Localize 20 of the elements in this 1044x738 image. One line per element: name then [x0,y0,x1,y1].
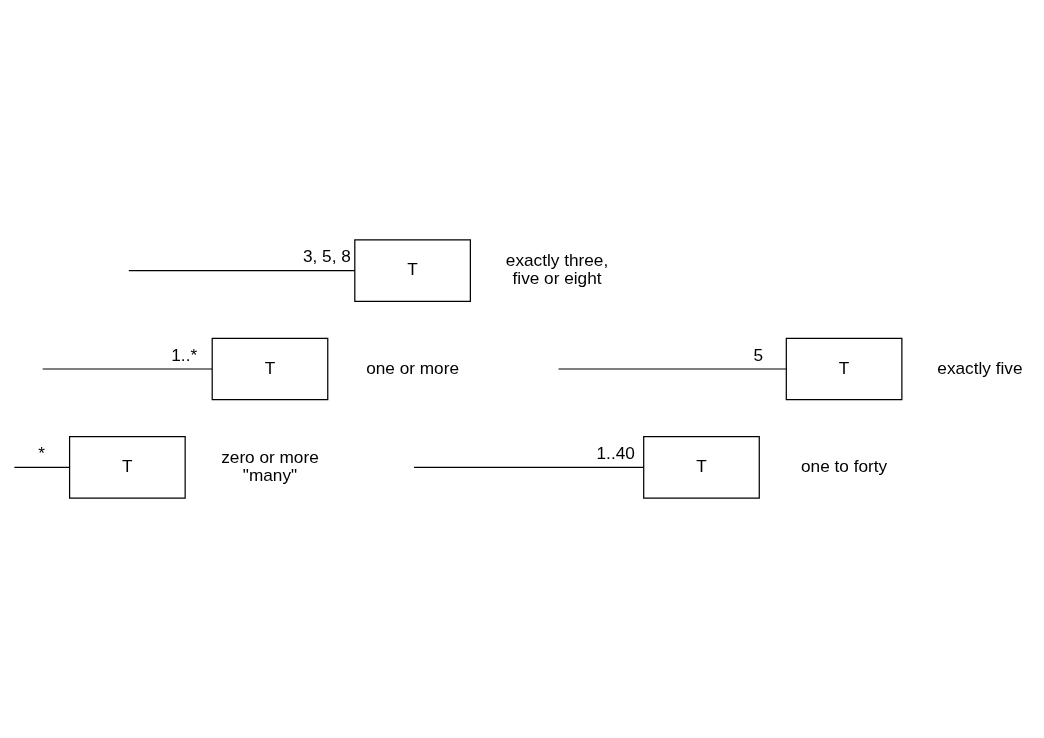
edge-label: * [38,442,46,463]
edge-label: 5 [753,344,764,365]
node-label: one or more [366,357,459,378]
node-label: zero or more "many" [221,446,319,486]
connector [413,466,645,468]
connector [128,270,356,272]
node-box: T [643,436,760,499]
node-box: T [354,239,471,302]
node-label: exactly three, five or eight [505,249,609,289]
node-box: T [211,337,329,401]
edge-label: 1..* [171,344,198,365]
connector [13,466,71,468]
connector [557,368,787,370]
edge-label: 1..40 [596,442,635,463]
node-box: T [785,337,903,401]
node-label: one to forty [801,455,888,476]
node-label: exactly five [937,357,1023,378]
node-box: T [69,436,186,499]
connector [42,368,213,370]
edge-label: 3, 5, 8 [302,246,351,267]
